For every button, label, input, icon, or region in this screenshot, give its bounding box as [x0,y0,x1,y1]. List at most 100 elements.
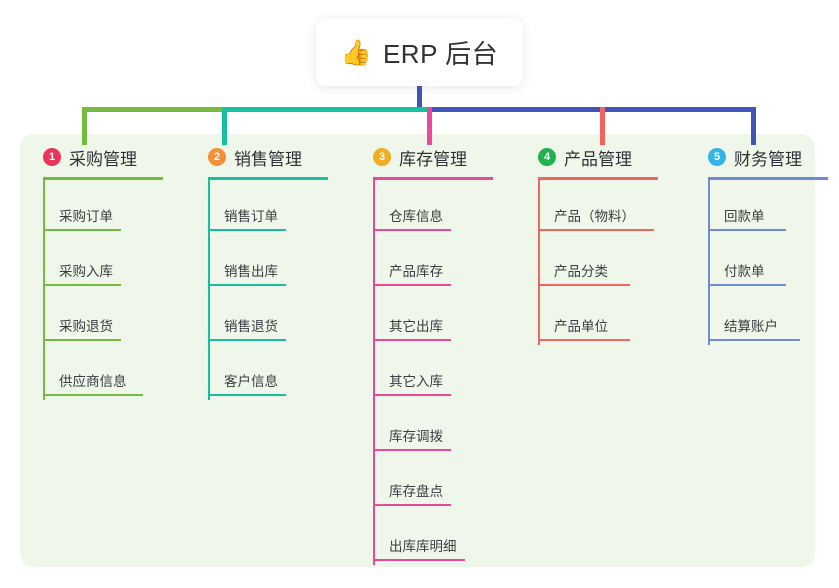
column-badge-3: 3 [373,148,391,166]
column-spine-2 [208,180,210,400]
column-header-3[interactable]: 3 库存管理 [355,144,493,170]
leaf-item[interactable]: 客户信息 [190,345,328,400]
leaf-item[interactable]: 库存调拨 [355,400,493,455]
column-items-2: 销售订单销售出库销售退货客户信息 [190,180,328,400]
leaf-item-rule [373,559,465,561]
root-stem-connector [417,86,422,110]
thumbs-up-icon: 👍 [340,38,372,67]
leaf-item-rule [708,339,800,341]
column-3: 3 库存管理仓库信息产品库存其它出库其它入库库存调拨库存盘点出库库明细 [355,144,493,565]
column-header-rule-5 [708,177,828,180]
leaf-item-label: 仓库信息 [389,209,443,224]
leaf-item-rule [208,284,286,286]
leaf-item[interactable]: 其它出库 [355,290,493,345]
leaf-item[interactable]: 销售订单 [190,180,328,235]
leaf-item-rule [43,284,121,286]
column-title-3: 库存管理 [399,149,467,169]
leaf-item-rule [43,339,121,341]
leaf-item-label: 其它出库 [389,319,443,334]
leaf-item-label: 回款单 [724,209,765,224]
leaf-item[interactable]: 销售出库 [190,235,328,290]
leaf-item[interactable]: 采购入库 [25,235,163,290]
column-items-5: 回款单付款单结算账户 [690,180,828,345]
leaf-item[interactable]: 采购退货 [25,290,163,345]
leaf-item-rule [373,504,451,506]
column-header-5[interactable]: 5 财务管理 [690,144,828,170]
column-title-4: 产品管理 [564,149,632,169]
leaf-item[interactable]: 产品单位 [520,290,658,345]
leaf-item-label: 采购入库 [59,264,113,279]
leaf-item[interactable]: 其它入库 [355,345,493,400]
connector-drop-1 [82,107,87,145]
leaf-item-label: 库存盘点 [389,484,443,499]
leaf-item[interactable]: 销售退货 [190,290,328,345]
leaf-item-rule [708,229,786,231]
leaf-item-rule [538,229,654,231]
leaf-item-rule [373,394,451,396]
root-node-card[interactable]: 👍 ERP 后台 [316,18,523,86]
connector-drop-2 [222,107,227,145]
leaf-item-rule [43,394,143,396]
leaf-item-label: 采购退货 [59,319,113,334]
column-header-1[interactable]: 1 采购管理 [25,144,163,170]
columns-background-panel [20,134,815,567]
leaf-item[interactable]: 产品（物料） [520,180,658,235]
leaf-item-label: 其它入库 [389,374,443,389]
leaf-item-label: 客户信息 [224,374,278,389]
column-title-5: 财务管理 [734,149,802,169]
leaf-item[interactable]: 回款单 [690,180,828,235]
leaf-item[interactable]: 供应商信息 [25,345,163,400]
leaf-item[interactable]: 仓库信息 [355,180,493,235]
leaf-item[interactable]: 出库库明细 [355,510,493,565]
leaf-item-rule [43,229,121,231]
leaf-item-label: 出库库明细 [389,539,457,554]
leaf-item[interactable]: 付款单 [690,235,828,290]
leaf-item[interactable]: 产品分类 [520,235,658,290]
column-header-rule-3 [373,177,493,180]
leaf-item-label: 销售订单 [224,209,278,224]
leaf-item-label: 产品（物料） [554,209,635,224]
leaf-item[interactable]: 采购订单 [25,180,163,235]
column-items-3: 仓库信息产品库存其它出库其它入库库存调拨库存盘点出库库明细 [355,180,493,565]
column-badge-1: 1 [43,148,61,166]
leaf-item-label: 产品单位 [554,319,608,334]
leaf-item-rule [538,339,630,341]
connector-drop-4 [600,107,605,145]
column-1: 1 采购管理采购订单采购入库采购退货供应商信息 [25,144,163,400]
leaf-item[interactable]: 库存盘点 [355,455,493,510]
leaf-item-rule [373,229,451,231]
column-header-rule-4 [538,177,658,180]
leaf-item-rule [373,284,451,286]
leaf-item-label: 库存调拨 [389,429,443,444]
column-header-rule-2 [208,177,328,180]
leaf-item[interactable]: 结算账户 [690,290,828,345]
connector-bar-segment-1 [82,107,223,112]
leaf-item-rule [373,339,451,341]
leaf-item[interactable]: 产品库存 [355,235,493,290]
column-title-1: 采购管理 [69,149,137,169]
column-items-1: 采购订单采购入库采购退货供应商信息 [25,180,163,400]
column-spine-4 [538,180,540,345]
leaf-item-label: 产品分类 [554,264,608,279]
leaf-item-label: 采购订单 [59,209,113,224]
leaf-item-rule [208,339,286,341]
column-items-4: 产品（物料） 产品分类产品单位 [520,180,658,345]
connector-drop-5 [751,107,756,145]
leaf-item-rule [208,229,286,231]
column-badge-4: 4 [538,148,556,166]
column-header-rule-1 [43,177,163,180]
leaf-item-label: 供应商信息 [59,374,127,389]
leaf-item-label: 销售出库 [224,264,278,279]
connector-bar-segment-3 [427,107,756,112]
column-spine-5 [708,180,710,345]
leaf-item-label: 结算账户 [724,319,778,334]
leaf-item-label: 付款单 [724,264,765,279]
column-header-4[interactable]: 4 产品管理 [520,144,658,170]
column-badge-2: 2 [208,148,226,166]
column-badge-5: 5 [708,148,726,166]
leaf-item-rule [373,449,451,451]
leaf-item-label: 销售退货 [224,319,278,334]
connector-bar-segment-2 [222,107,428,112]
